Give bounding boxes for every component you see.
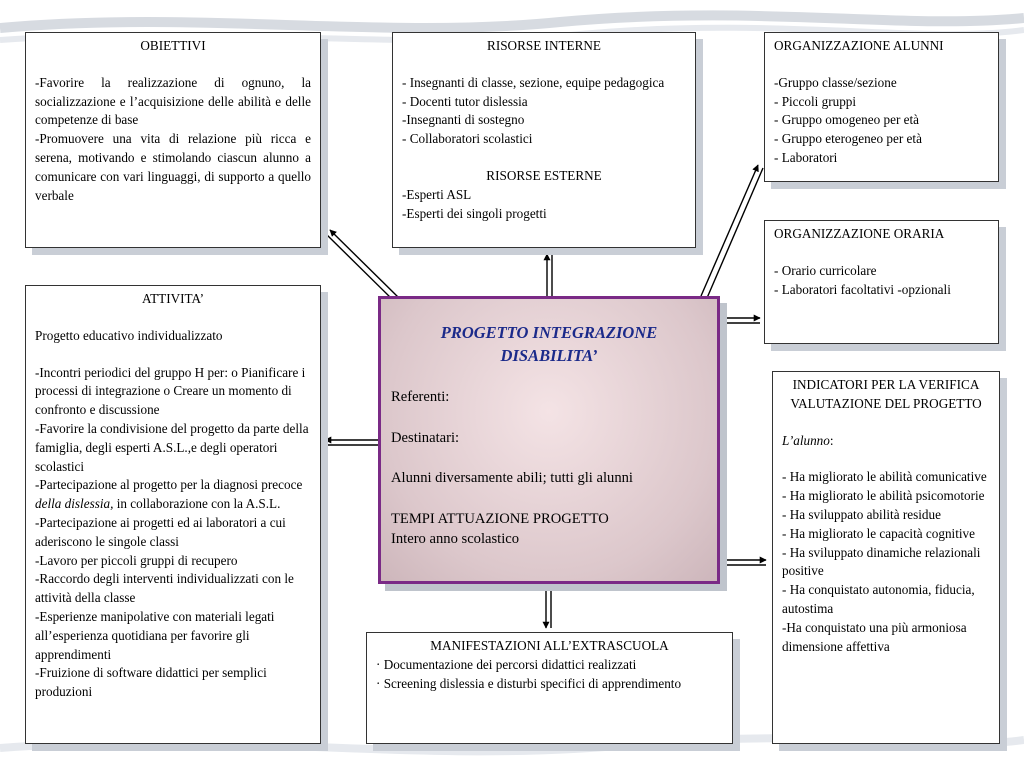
organizzazione-alunni-title: ORGANIZZAZIONE ALUNNI [774, 38, 944, 53]
indicatori-item: - Ha migliorato le abilità psicomotorie [782, 488, 985, 504]
risorse-interne-title: RISORSE INTERNE [487, 38, 601, 53]
attivita-intro: Progetto educativo individualizzato [35, 327, 223, 343]
indicatori-item: - Ha sviluppato dinamiche relazionali po… [782, 544, 981, 579]
attivita-item: -Partecipazione ai progetti ed ai labora… [35, 514, 286, 549]
risorse-esterne-item: -Esperti dei singoli progetti [402, 205, 547, 221]
indicatori-item: - Ha migliorato le capacità cognitive [782, 525, 975, 541]
manifestazioni-title: MANIFESTAZIONI ALL’EXTRASCUOLA [430, 638, 669, 653]
risorse-box: RISORSE INTERNE - Insegnanti di classe, … [392, 32, 696, 248]
organizzazione-alunni-item: - Gruppo omogeneo per età [774, 112, 920, 128]
risorse-esterne-title: RISORSE ESTERNE [486, 167, 602, 183]
organizzazione-oraria-item: - Laboratori facoltativi -opzionali [774, 281, 951, 297]
organizzazione-alunni-item: - Laboratori [774, 149, 838, 165]
indicatori-item: - Ha conquistato autonomia, fiducia, aut… [782, 582, 975, 616]
center-title-line-2: DISABILITA’ [500, 346, 598, 365]
organizzazione-oraria-item: - Orario curricolare [774, 262, 877, 278]
manifestazioni-item: · Documentazione dei percorsi didattici … [376, 656, 637, 672]
attivita-item: -Raccordo degli interventi individualizz… [35, 571, 294, 606]
attivita-title: ATTIVITA’ [142, 291, 204, 306]
center-destinatari: Destinatari: [391, 429, 460, 446]
center-referenti: Referenti: [391, 389, 450, 405]
risorse-interne-item: - Docenti tutor dislessia [402, 93, 528, 109]
attivita-item-partecipazione: -Partecipazione al progetto per la diagn… [35, 477, 303, 512]
obiettivi-box: OBIETTIVI -Favorire la realizzazione di … [25, 32, 321, 248]
manifestazioni-item: · Screening dislessia e disturbi specifi… [376, 675, 682, 691]
attivita-box: ATTIVITA’ Progetto educativo individuali… [25, 285, 321, 744]
organizzazione-alunni-item: - Gruppo eterogeneo per età [774, 131, 922, 147]
indicatori-item: - Ha migliorato le abilità comunicative [782, 469, 987, 485]
organizzazione-alunni-item: -Gruppo classe/sezione [774, 74, 897, 90]
organizzazione-oraria-box: ORGANIZZAZIONE ORARIA - Orario curricola… [764, 220, 999, 344]
attivita-item: -Esperienze manipolative con materiali l… [35, 608, 275, 662]
organizzazione-alunni-item: - Piccoli gruppi [774, 93, 857, 109]
risorse-esterne-item: -Esperti ASL [402, 186, 472, 202]
center-alunni: Alunni diversamente abili; tutti gli alu… [391, 470, 633, 487]
attivita-item: -Favorire la condivisione del progetto d… [35, 420, 309, 474]
obiettivi-line-2: -Promuovere una vita di relazione più ri… [35, 131, 311, 203]
organizzazione-oraria-title: ORGANIZZAZIONE ORARIA [774, 226, 945, 241]
attivita-item: -Incontri periodici del gruppo H per: o … [35, 364, 306, 418]
risorse-interne-item: - Insegnanti di classe, sezione, equipe … [402, 74, 665, 90]
center-title-line-1: PROGETTO INTEGRAZIONE [440, 323, 658, 342]
indicatori-title: INDICATORI PER LA VERIFICA VALUTAZIONE D… [790, 377, 982, 411]
obiettivi-line-1: -Favorire la realizzazione di ognuno, la… [35, 74, 311, 128]
center-tempi-title: TEMPI ATTUAZIONE PROGETTO [391, 510, 609, 527]
indicatori-item: -Ha conquistato una più armoniosa dimens… [782, 619, 967, 654]
obiettivi-title: OBIETTIVI [140, 38, 206, 53]
risorse-interne-item: - Collaboratori scolastici [402, 131, 533, 147]
attivita-item: -Fruizione di software didattici per sem… [35, 665, 267, 700]
attivita-item: -Lavoro per piccoli gruppi di recupero [35, 552, 238, 568]
risorse-interne-item: -Insegnanti di sostegno [402, 112, 525, 128]
center-tempi-value: Intero anno scolastico [391, 531, 520, 548]
indicatori-item: - Ha sviluppato abilità residue [782, 506, 941, 522]
progetto-integrazione-box: PROGETTO INTEGRAZIONE DISABILITA’ Refere… [378, 296, 720, 584]
manifestazioni-box: MANIFESTAZIONI ALL’EXTRASCUOLA · Documen… [366, 632, 733, 744]
indicatori-box: INDICATORI PER LA VERIFICA VALUTAZIONE D… [772, 371, 1000, 744]
indicatori-alunno: L’alunno: [782, 432, 834, 448]
organizzazione-alunni-box: ORGANIZZAZIONE ALUNNI -Gruppo classe/sez… [764, 32, 999, 182]
